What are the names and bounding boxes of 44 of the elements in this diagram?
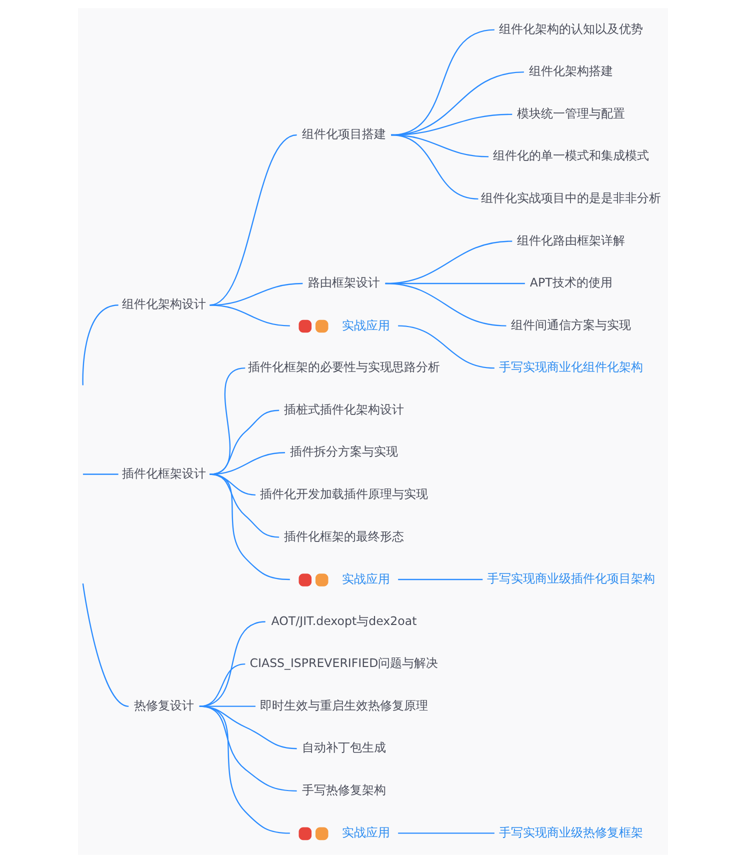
connector bbox=[209, 452, 285, 475]
node-label: 实战应用 bbox=[342, 826, 390, 840]
node-text: 组件化的单一模式和集成模式 bbox=[492, 148, 649, 163]
connector bbox=[198, 706, 290, 834]
node-text: 热修复设计 bbox=[134, 698, 194, 712]
connector bbox=[398, 832, 494, 834]
node-text: APT技术的使用 bbox=[529, 276, 612, 290]
node-text: 路由框架设计 bbox=[307, 276, 380, 290]
node-text: 插件拆分方案与实现 bbox=[289, 444, 398, 459]
connector bbox=[384, 282, 506, 326]
node-text: 模块统一管理与配置 bbox=[516, 106, 625, 120]
node-text: 组件化路由框架详解 bbox=[516, 233, 625, 248]
node-text: 插件化框架的必要性与实现思路分析 bbox=[247, 360, 440, 374]
node-text: 插件化开发加载插件原理与实现 bbox=[259, 486, 428, 501]
node-text: 组件化架构设计 bbox=[122, 297, 206, 312]
connector bbox=[398, 578, 482, 580]
node-text: 组件间通信方案与实现 bbox=[510, 318, 631, 332]
node-label: 实战应用 bbox=[342, 572, 390, 586]
node-text: 即时生效与重启生效热修复原理 bbox=[259, 698, 428, 712]
connector bbox=[198, 621, 265, 707]
connector bbox=[82, 583, 128, 707]
connector bbox=[398, 325, 494, 369]
node-text: CIASS_ISPREVERIFIED问题与解决 bbox=[249, 656, 438, 670]
node-text: 组件化项目搭建 bbox=[301, 127, 386, 142]
node-text: 手写热修复架构 bbox=[301, 782, 386, 797]
node-text: 插件化框架设计 bbox=[122, 466, 206, 480]
node-text: 手写实现商业级热修复框架 bbox=[498, 825, 643, 840]
connector bbox=[209, 304, 290, 326]
node-text: 自动补丁包生成 bbox=[301, 740, 386, 755]
connector bbox=[209, 134, 296, 306]
node-text: 手写实现商业级插件化项目架构 bbox=[486, 572, 655, 586]
connector bbox=[209, 474, 290, 580]
node-label: 实战应用 bbox=[342, 318, 390, 332]
node-text: AOT/JIT.dexopt与dex2oat bbox=[270, 614, 416, 628]
connector bbox=[390, 134, 478, 200]
node-text: 组件化架构搭建 bbox=[528, 64, 613, 78]
node-text: 插件化框架的最终形态 bbox=[283, 529, 404, 544]
connector bbox=[198, 663, 245, 707]
connector bbox=[82, 474, 118, 475]
node-text: 组件化实战项目中的是是非非分析 bbox=[480, 190, 661, 205]
node-text: 组件化架构的认知以及优势 bbox=[498, 22, 643, 36]
node-text: 手写实现商业化组件化架构 bbox=[498, 360, 643, 374]
node-text: 插桩式插件化架构设计 bbox=[283, 402, 404, 416]
connector bbox=[82, 304, 118, 386]
